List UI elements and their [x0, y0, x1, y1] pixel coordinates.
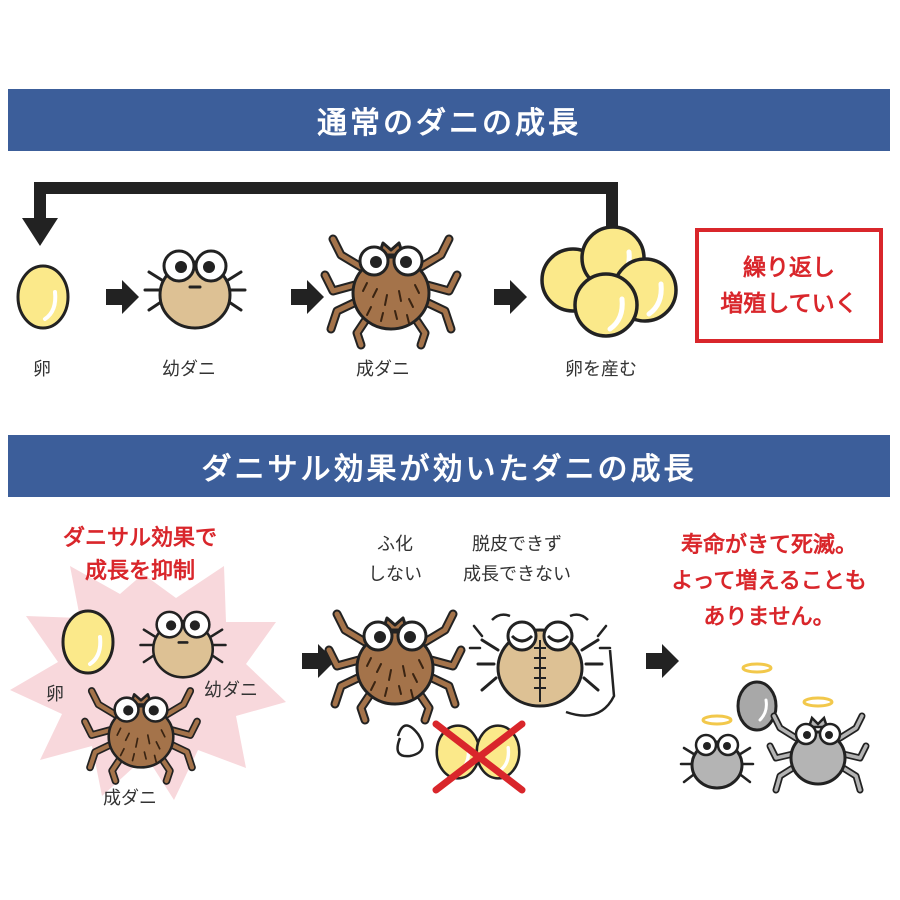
cycle-return-arrow — [34, 182, 618, 226]
larva-mite-icon — [143, 249, 247, 330]
no-molt-caption: 脱皮できず 成長できない — [463, 530, 571, 590]
no-hatch-line-1: ふ化 — [377, 534, 413, 555]
result-line-2: よって増えることも — [671, 569, 867, 594]
result-line-3: ありません。 — [703, 605, 835, 630]
suppress-line-2: 成長を抑制 — [84, 559, 195, 584]
adult-label: 成ダニ — [356, 359, 410, 380]
lay-eggs-label: 卵を産む — [565, 359, 637, 380]
cycle-return-arrowhead — [22, 218, 58, 246]
cross-mark-icon — [432, 720, 526, 794]
repeat-line-2: 増殖していく — [720, 290, 858, 317]
adult-mite-icon — [329, 614, 461, 720]
egg-icon — [61, 609, 115, 675]
no-molt-line-2: 成長できない — [463, 564, 571, 585]
no-molt-line-1: 脱皮できず — [472, 534, 562, 555]
no-hatch-caption: ふ化 しない — [368, 530, 422, 590]
flow-arrow-icon — [106, 280, 139, 314]
larva-label: 幼ダニ — [204, 680, 258, 701]
flow-arrow-icon — [494, 280, 527, 314]
dead-adult-icon — [766, 696, 870, 794]
flow-arrow-icon — [291, 280, 324, 314]
section-title-effect-growth: ダニサル効果が効いたダニの成長 — [8, 435, 890, 497]
adult-mite-icon — [325, 239, 457, 345]
result-text: 寿命がきて死滅。 よって増えることも ありません。 — [640, 528, 898, 636]
suppress-heading: ダニサル効果で 成長を抑制 — [20, 522, 260, 588]
no-hatch-line-2: しない — [368, 564, 422, 585]
squiggle-line — [396, 724, 424, 758]
repeat-callout-box: 繰り返し 増殖していく — [695, 228, 883, 343]
egg-label: 卵 — [46, 684, 64, 705]
repeat-line-1: 繰り返し — [743, 254, 835, 281]
dead-larva-icon — [679, 714, 755, 790]
dead-egg-icon — [736, 662, 778, 732]
larva-label: 幼ダニ — [162, 359, 216, 380]
egg-icon — [16, 264, 70, 330]
section-title-normal-growth: 通常のダニの成長 — [8, 89, 890, 151]
egg-cluster-icon — [542, 227, 676, 336]
molting-mite-icon — [468, 613, 616, 717]
suppress-line-1: ダニサル効果で — [62, 526, 217, 551]
adult-label: 成ダニ — [103, 788, 157, 809]
flow-arrow-icon — [646, 644, 679, 678]
result-line-1: 寿命がきて死滅。 — [680, 533, 857, 558]
egg-label: 卵 — [33, 359, 51, 380]
